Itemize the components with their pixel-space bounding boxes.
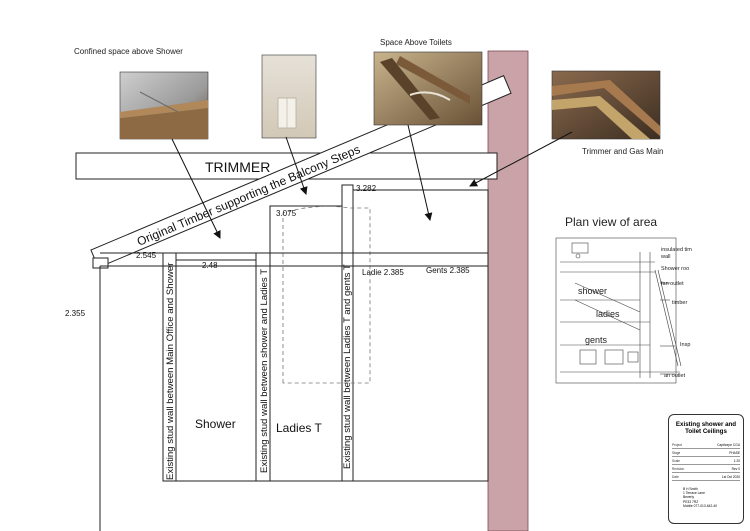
contact-line: PE33 7RZ: [683, 499, 699, 504]
photo-confined-space: [119, 71, 209, 140]
stud-wall-1-label: Existing stud wall between Main Office a…: [165, 262, 176, 480]
plan-label-fan-outlet: fan outlet: [661, 281, 684, 287]
stud-wall-2-label: Existing stud wall between shower and La…: [259, 269, 270, 473]
title-block-row: Stage PHASE: [672, 449, 740, 457]
caption-trimmer-gas-main: Trimmer and Gas Main: [582, 147, 664, 156]
row-key: Revision: [672, 466, 685, 471]
caption-confined-space: Confined space above Shower: [74, 47, 183, 56]
dim-ladie: Ladie 2.385: [362, 268, 404, 277]
plan-label-ladies: ladies: [596, 309, 620, 319]
ladies-t-room: [269, 205, 343, 482]
plan-view-sketch: [555, 237, 682, 384]
dim-3282: 3.282: [356, 184, 377, 193]
plan-label-gents: gents: [585, 335, 608, 345]
plan-label-insulated: insulated tim: [661, 247, 692, 253]
title-block-title: Existing shower and Toilet Ceilings: [675, 421, 737, 435]
plan-label-timber: timber: [672, 300, 687, 306]
dim-248: 2.48: [202, 261, 218, 270]
stud-wall-3-label: Existing stud wall between Ladies T and …: [342, 264, 353, 469]
row-key: Project: [672, 442, 682, 447]
row-key: Date: [672, 474, 679, 479]
arrow-confined: [171, 138, 221, 239]
row-key: Scale: [672, 458, 680, 463]
row-value: PHASE: [729, 450, 740, 455]
title-block-row: Date 1st Oct 2020: [672, 473, 740, 481]
plan-label-insp: Insp: [680, 342, 690, 348]
row-value: 1:20: [733, 458, 740, 463]
contact-line: 1 Terrace Lane: [683, 491, 705, 496]
dim-3075: 3.075: [276, 209, 297, 218]
dashed-outline: [282, 205, 371, 384]
arrow-ladies: [285, 136, 308, 195]
shower-room: [175, 259, 262, 482]
row-value: 1st Oct 2020: [721, 474, 740, 479]
caption-space-above-toilets: Space Above Toilets: [380, 38, 452, 47]
plan-label-shower-roof: Shower roo: [661, 266, 689, 272]
row-value: Rev 0: [731, 466, 740, 471]
title-block: Existing shower and Toilet Ceilings Proj…: [668, 414, 744, 524]
photo-ladies-t: [261, 54, 317, 139]
photo-space-above-toilets: [373, 51, 483, 126]
plan-label-wall: wall: [660, 254, 670, 260]
row-key: Stage: [672, 450, 681, 455]
caption-plan-view: Plan view of area: [565, 215, 658, 229]
title-block-row: Project Capthorpe CGU: [672, 441, 740, 449]
dim-2355: 2.355: [65, 309, 86, 318]
brick-wall: [487, 50, 529, 531]
dim-gents: Gents 2.385: [426, 266, 470, 275]
ladies-t-label: Ladies T: [276, 421, 322, 435]
plan-label-shower: shower: [578, 286, 607, 296]
contact-line: Mobile 077-013-642-40: [683, 503, 718, 508]
title-block-row: Revision Rev 0: [672, 465, 740, 473]
plan-label-fan-outlet-2: an outlet: [664, 373, 686, 379]
shower-label: Shower: [195, 417, 236, 431]
trimmer-label: TRIMMER: [205, 159, 270, 175]
photo-trimmer-gas-main: [551, 70, 661, 140]
gents-area: [352, 189, 489, 482]
title-block-rows: Project Capthorpe CGU Stage PHASE Scale 1:2…: [672, 441, 740, 481]
arrow-trimmer: [469, 131, 573, 187]
contact-line: B H Smith: [683, 487, 698, 491]
title-block-row: Scale 1:20: [672, 457, 740, 465]
title-block-contact: B H Smith 1 Terrace Lane Beverly PE33 7R…: [683, 487, 739, 508]
dim-2545: 2.545: [136, 251, 157, 260]
arrow-toilets: [407, 124, 433, 221]
row-value: Capthorpe CGU: [717, 442, 740, 447]
contact-line: Beverly: [683, 495, 694, 500]
